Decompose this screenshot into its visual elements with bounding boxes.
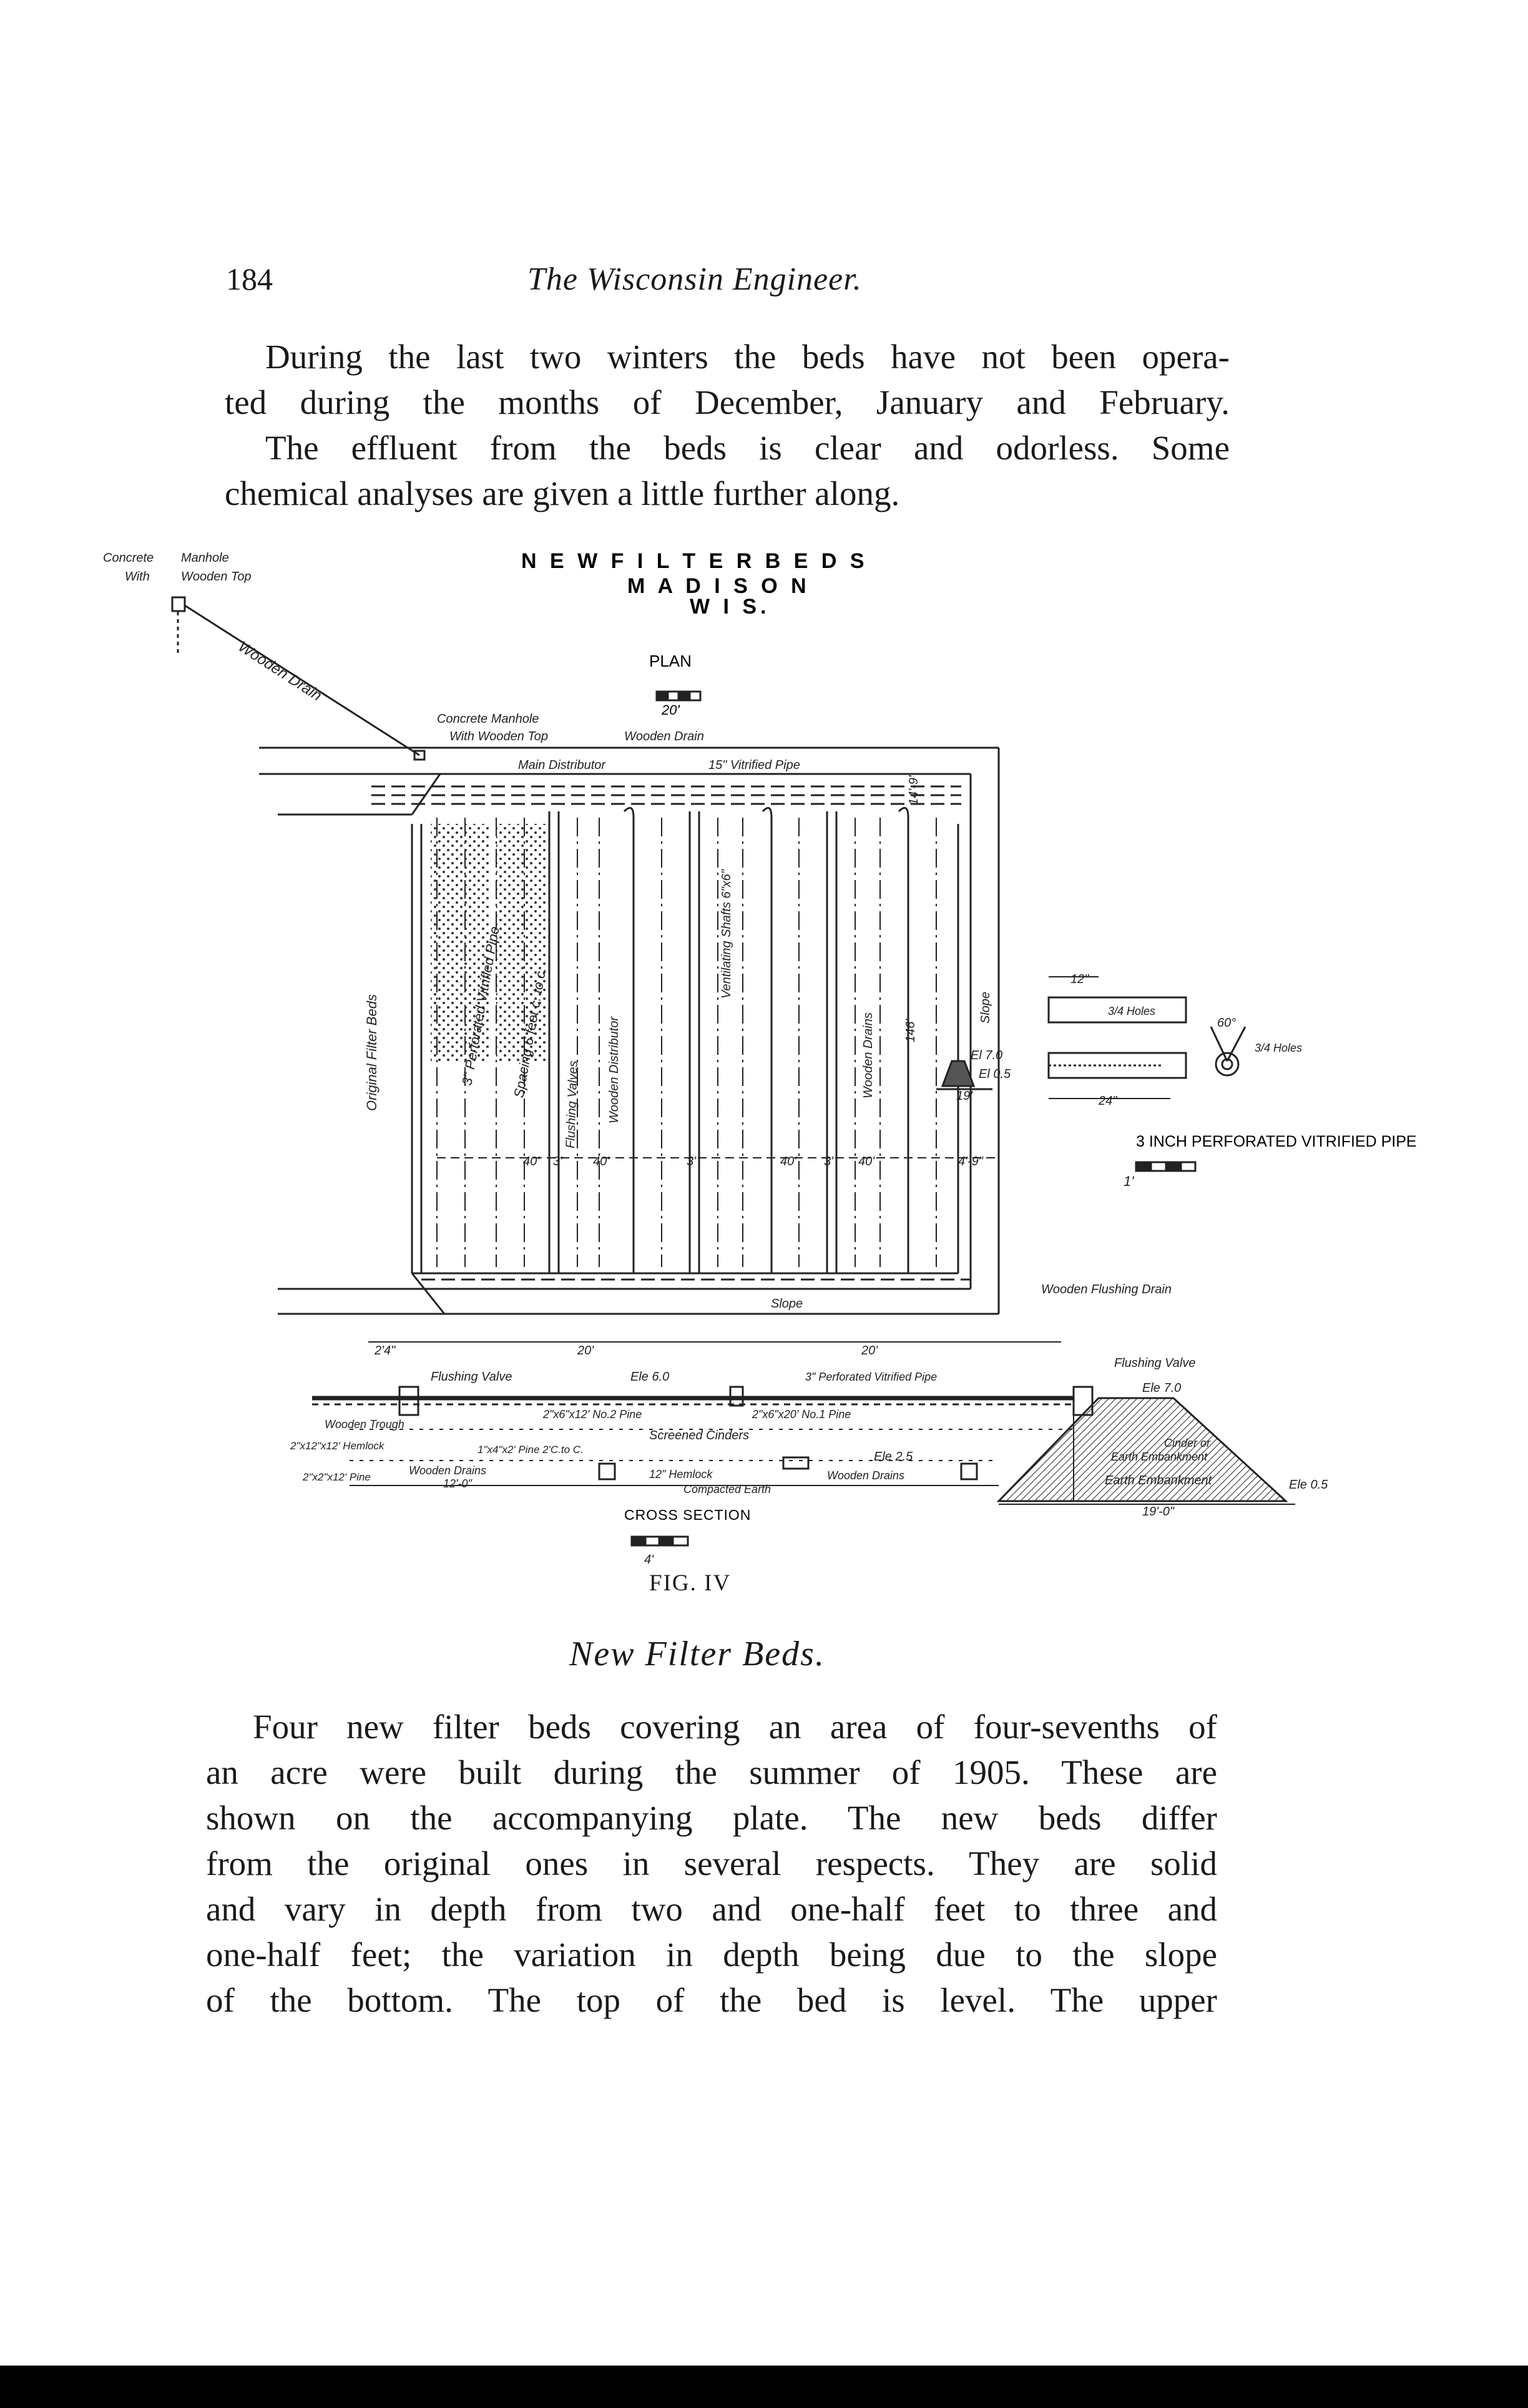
cs-wooden-drains-right: Wooden Drains [827,1469,904,1482]
ventilating-shafts-label: Ventilating Shafts 6"x6" [720,869,733,999]
filter-beds-figure: N E W F I L T E R B E D S M A D I S O N … [103,549,1417,1567]
wooden-drain-line [184,604,420,756]
wooden-flushing-drain-label: Wooden Flushing Drain [1041,1283,1172,1296]
pipe-dim-12: 12" [1070,972,1089,986]
page-number: 184 [226,262,273,296]
dim-3: 3' [553,1155,563,1168]
text-line: During the last two winters the beds hav… [265,338,1230,376]
corner-label: With [125,570,150,584]
vitrified-pipe-label: 15" Vitrified Pipe [708,758,800,772]
paragraph-top: During the last two winters the beds hav… [225,334,1230,516]
manhole-label: Concrete Manhole [437,712,539,726]
plan-label: PLAN [649,652,692,670]
manhole-symbol [171,596,186,612]
text-line: of the bottom. The top of the bed is lev… [206,1981,1217,2019]
dim-40: 40' [523,1155,540,1168]
pipe-holes-2: 3/4 Holes [1255,1042,1302,1054]
cs-pine-b: 2"x2"x12' Pine [302,1471,371,1483]
cs-wooden-trough: Wooden Trough [325,1418,404,1431]
text-line: and vary in depth from two and one-half … [206,1890,1217,1928]
text-line: chemical analyses are given a little fur… [225,474,900,512]
cs-flushing-valve-left: Flushing Valve [431,1370,512,1384]
figure-title: N E W F I L T E R B E D S [521,549,868,573]
manhole-label: With Wooden Top [449,730,548,743]
dim-4-9: 4'-9" [958,1155,984,1168]
pipe-scale: 1' [1124,1173,1134,1189]
dim-19: 19' [956,1089,973,1103]
text-line: shown on the accompanying plate. The new… [206,1799,1217,1837]
flushing-valves-label: Flushing Valves [564,1060,580,1148]
plan-scale: 20' [661,702,680,718]
cs-dim-20a: 20' [577,1344,594,1358]
scan-bottom-border [0,2366,1528,2408]
wooden-drains-label: Wooden Drains [861,1012,875,1099]
el-70-label: El 7.0 [971,1049,1002,1062]
cs-perf-pipe: 3" Perforated Vitrified Pipe [805,1371,937,1383]
cs-compacted-earth: Compacted Earth [683,1483,771,1495]
cs-earth-embank: Earth Embankment [1105,1474,1213,1487]
dim-14: 14'-9" [907,773,921,805]
wooden-drain-top-label: Wooden Drain [624,730,704,743]
cs-pine-12: 2"x6"x12' No.2 Pine [542,1408,642,1421]
slope-bottom-label: Slope [771,1297,803,1311]
pipe-dim-24: 24" [1098,1094,1117,1108]
text-line: Four new filter beds covering an area of… [253,1708,1217,1746]
dim-40: 40' [780,1155,797,1168]
text-line: one-half feet; the variation in depth be… [206,1936,1217,1974]
cs-dim-190: 19'-0" [1142,1505,1175,1519]
cs-pine-cc: 1"x4"x2' Pine 2'C.to C. [478,1444,584,1456]
cs-cinder-embank: Earth Embankment [1111,1451,1208,1463]
figure-number: FIG. IV [649,1570,732,1596]
corner-label: Wooden Top [181,570,252,584]
slope-right-label: Slope [979,992,992,1024]
text-line: from the original ones in several respec… [206,1844,1217,1882]
figure-subtitle: M A D I S O N [627,574,810,598]
main-distributor-label: Main Distributor [518,758,606,772]
pipe-holes: 3/4 Holes [1108,1005,1155,1017]
cs-ele-05: Ele 0.5 [1289,1478,1328,1492]
dim-40: 40' [593,1155,610,1168]
el-05-label: El 0.5 [979,1067,1011,1081]
cs-ele-25: Ele 2.5 [874,1450,913,1464]
pipe-detail-title: 3 INCH PERFORATED VITRIFIED PIPE [1136,1133,1417,1150]
cs-scale: 4' [644,1553,654,1567]
dim-3: 3' [824,1155,834,1168]
cs-pine-20: 2"x6"x20' No.1 Pine [752,1408,851,1421]
text-line: The effluent from the beds is clear and … [265,429,1230,467]
cross-section-label: CROSS SECTION [624,1507,751,1523]
cs-ele-70: Ele 7.0 [1142,1381,1181,1395]
cs-dim-24: 2'4" [374,1344,396,1358]
manhole-symbol-2 [413,750,426,761]
cs-wooden-drains-left: Wooden Drains [409,1464,486,1477]
text-line: an acre were built during the summer of … [206,1753,1217,1791]
cs-screened-cinders: Screened Cinders [649,1429,749,1442]
paragraph-bottom: Four new filter beds covering an area of… [206,1704,1217,2023]
cs-flushing-valve-right: Flushing Valve [1114,1356,1195,1370]
corner-label: Concrete [103,551,154,565]
pipe-angle: 60° [1217,1016,1236,1030]
cs-hemlock-b: 12" Hemlock [649,1468,713,1481]
figure-subtitle-2: W I S. [690,595,770,619]
cs-hemlock-a: 2"x12"x12' Hemlock [290,1440,385,1452]
corner-label: Manhole [181,551,229,565]
cs-dim-20b: 20' [861,1344,878,1358]
running-head: The Wisconsin Engineer. [527,262,862,297]
dim-146: 146' [904,1019,918,1042]
dim-40: 40' [858,1155,875,1168]
cs-ele-60: Ele 6.0 [630,1370,669,1384]
wooden-distributor-label: Wooden Distributor [607,1016,621,1123]
wooden-drain-label: Wooden Drain [235,638,325,704]
cs-dim-120: 12'-0" [443,1477,473,1490]
original-filter-beds-label: Original Filter Beds [364,994,380,1111]
figure-caption: New Filter Beds. [569,1635,825,1673]
cs-cinder-embank: Cinder or [1164,1437,1211,1449]
dim-3: 3' [687,1155,697,1168]
text-line: ted during the months of December, Janua… [225,383,1230,421]
